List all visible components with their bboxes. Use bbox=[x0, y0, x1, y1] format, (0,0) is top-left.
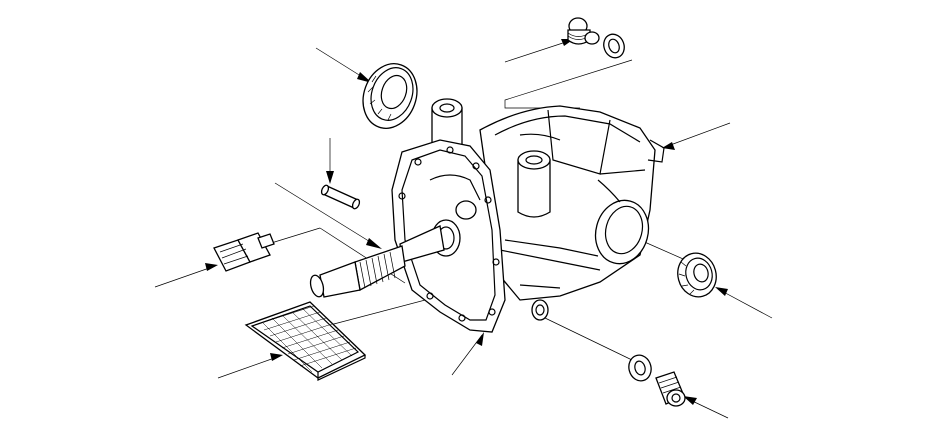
arrow-oil-seal-right bbox=[715, 287, 728, 296]
leader-drain-plug-upper bbox=[504, 39, 573, 63]
arrow-drain-plug-lower bbox=[683, 396, 697, 405]
arrow-strainer bbox=[270, 353, 283, 361]
oil-seal-upper bbox=[362, 63, 418, 129]
leader-breather bbox=[267, 227, 321, 245]
arrow-dowel-pin bbox=[326, 171, 334, 184]
arrow-magnet-filter bbox=[205, 263, 218, 271]
oil-seal-right bbox=[677, 252, 717, 298]
leader-transmission-housing bbox=[664, 122, 731, 148]
mainshaft bbox=[309, 219, 461, 298]
sealing-washer-upper bbox=[603, 33, 625, 59]
arrow-mainshaft bbox=[366, 238, 382, 249]
flange-bolts bbox=[398, 146, 500, 322]
leader-mainshaft bbox=[274, 182, 381, 249]
leader-strainer bbox=[217, 355, 281, 379]
transmission-housing bbox=[479, 105, 665, 321]
arrow-clutch-housing bbox=[476, 332, 484, 346]
sealing-washer-lower bbox=[628, 354, 652, 382]
leader-magnet-filter bbox=[154, 265, 216, 288]
drain-plug-upper bbox=[567, 17, 600, 45]
arrow-transmission-housing bbox=[662, 142, 675, 150]
leader-oil-seal-right bbox=[717, 288, 773, 319]
leader-washer-lower bbox=[544, 317, 633, 361]
magnet-filter bbox=[213, 232, 275, 272]
leader-washer-upper bbox=[504, 59, 633, 109]
dowel-pin bbox=[320, 184, 361, 210]
oil-strainer bbox=[244, 301, 367, 381]
leader-seal-right-top bbox=[639, 239, 691, 263]
drain-plug-lower bbox=[655, 371, 686, 407]
spline-lines bbox=[359, 251, 396, 289]
